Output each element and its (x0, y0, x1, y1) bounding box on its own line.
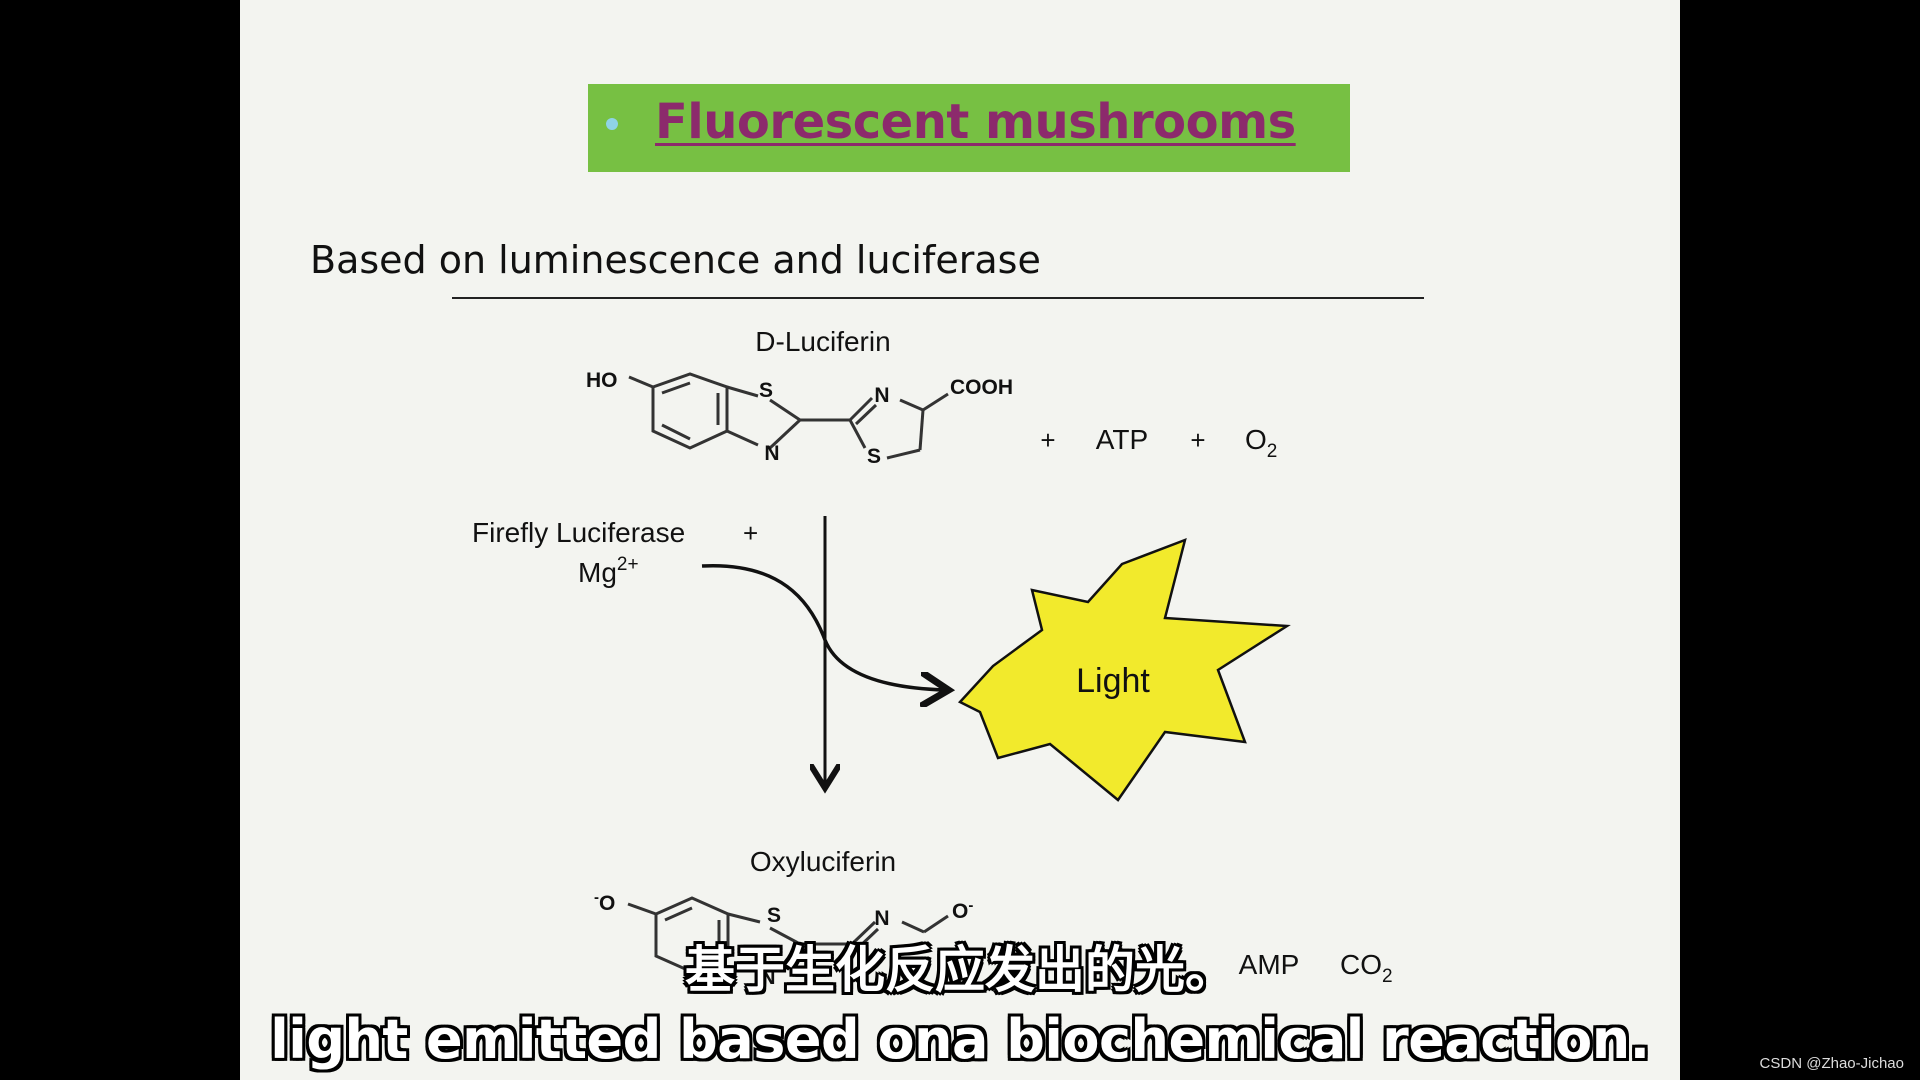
oxide-main: O (599, 892, 615, 915)
oxide-label: O- (952, 897, 973, 923)
cooh-label: COOH (950, 376, 1013, 399)
amp-label: AMP (1239, 949, 1300, 980)
enzyme-label: Firefly Luciferase (472, 517, 685, 548)
oxyluciferin-structure (627, 896, 949, 974)
mg-ion-label: Mg2+ (578, 554, 639, 588)
title-banner: Fluorescent mushrooms (588, 84, 1350, 172)
mg-main: Mg (578, 557, 617, 588)
co2-subscript: 2 (1382, 966, 1393, 987)
o2-label: O2 (1245, 424, 1277, 462)
ho-label: HO (586, 369, 618, 392)
oxide-minus-sup: - (968, 897, 973, 914)
luciferin-reaction-diagram: D-Luciferin HO COOH S N N S + (472, 326, 1393, 989)
light-starburst-icon (957, 537, 1291, 802)
atp-label: ATP (1096, 424, 1148, 455)
plus-sign: + (1040, 425, 1055, 455)
bullet-dot-icon (606, 118, 618, 130)
subtitle-underline (452, 297, 1424, 299)
enzyme-plus-sign: + (743, 518, 758, 548)
nitrogen-label: N (874, 384, 889, 407)
reactant-name: D-Luciferin (755, 326, 890, 357)
co2-main: CO (1340, 949, 1382, 980)
watermark: CSDN @Zhao-Jichao (1759, 1055, 1904, 1072)
d-luciferin-structure (628, 372, 949, 460)
nitrogen-label: N (760, 966, 775, 989)
subtitle-english: light emitted based ona biochemical reac… (270, 1008, 1650, 1071)
sulfur-label: S (867, 445, 881, 468)
slide-title: Fluorescent mushrooms (655, 94, 1296, 150)
plus-sign: + (1190, 425, 1205, 455)
presentation-slide: Fluorescent mushrooms Based on luminesce… (240, 0, 1680, 1080)
oxide-minus-sup: - (594, 889, 599, 906)
nitrogen-label: N (874, 907, 889, 930)
o2-subscript: 2 (1267, 441, 1278, 462)
sulfur-label: S (767, 904, 781, 927)
oxide-main: O (952, 900, 968, 923)
light-label: Light (1076, 662, 1150, 700)
nitrogen-label: N (764, 442, 779, 465)
product-name: Oxyluciferin (750, 846, 896, 877)
subtitle-chinese: 基于生化反应发出的光。 (685, 941, 1235, 999)
sulfur-label: S (759, 379, 773, 402)
mg-superscript: 2+ (617, 554, 639, 575)
light-emission-arrow (701, 564, 945, 690)
o2-main: O (1245, 424, 1267, 455)
oxide-label: -O (594, 889, 615, 915)
co2-label: CO2 (1340, 949, 1393, 987)
slide-subtitle: Based on luminescence and luciferase (310, 238, 1041, 282)
